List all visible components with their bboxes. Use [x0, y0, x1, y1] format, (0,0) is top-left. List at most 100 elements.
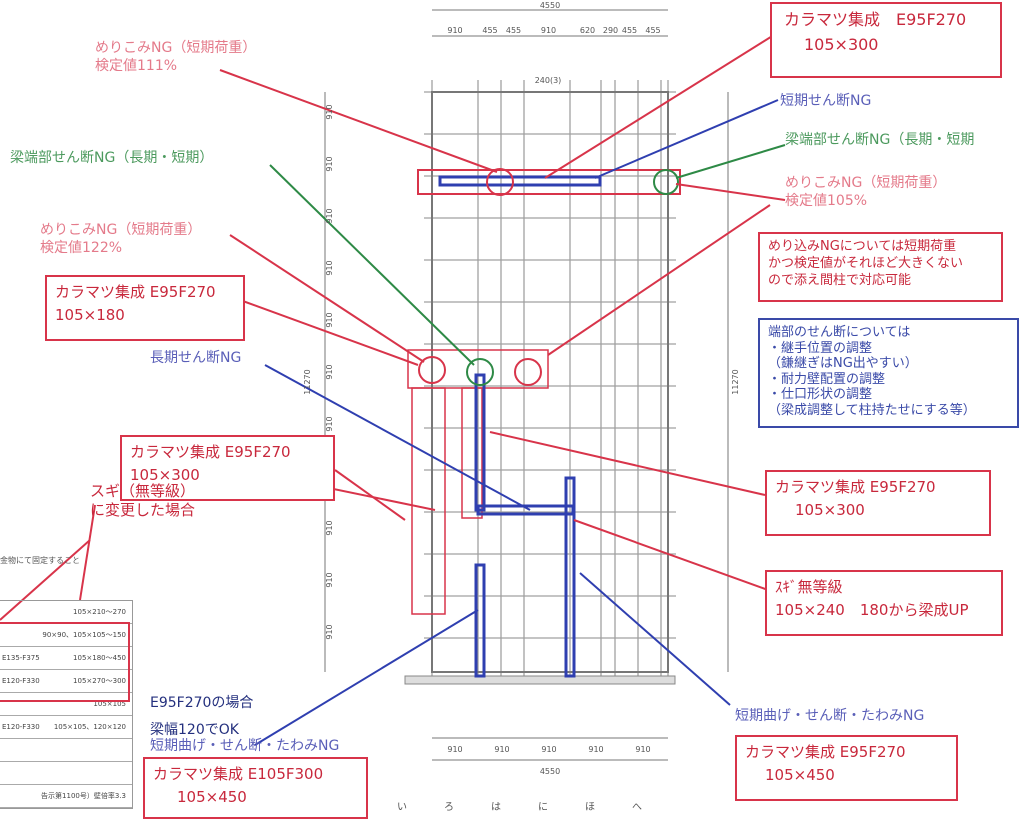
axis-label: ろ	[444, 802, 454, 813]
leader-line-red	[79, 504, 96, 601]
embedment-ng-111: めりこみNG（短期荷重）検定値111%	[95, 40, 256, 75]
note-line: （梁成調整して柱持たせにする等）	[768, 402, 976, 418]
table-cell-grade: E135-F375	[2, 654, 40, 662]
dimension-top: 290	[603, 26, 618, 35]
note-line: （鎌継ぎはNG出やすい）	[768, 356, 918, 372]
embedment-ng-105: めりこみNG（短期荷重）検定値105%	[785, 175, 946, 210]
table-row: 90×90、105×105〜150	[0, 624, 132, 647]
table-row	[0, 739, 132, 762]
leader-line-red	[544, 24, 791, 179]
table-cell-size: 105×180〜450	[73, 654, 126, 662]
note-line: ・仕口形状の調整	[768, 387, 873, 403]
dimension-bottom: 910	[541, 745, 556, 754]
beam-highlight-top	[417, 169, 681, 195]
dimension-bottom: 910	[447, 745, 462, 754]
annotation-box-right-450: カラマツ集成 E95F270 105×450	[735, 735, 958, 801]
table-row: E135-F375 105×180〜450	[0, 647, 132, 670]
sugi-case-note: スギ（無等級）に変更した場合	[90, 482, 195, 520]
dimension-top: 910	[541, 26, 556, 35]
leader-line-red	[0, 539, 91, 621]
table-cell-size: 105×105	[93, 700, 126, 708]
leader-line-blue	[594, 99, 779, 179]
label: 105×300	[804, 34, 879, 54]
embedment-circle	[514, 358, 542, 386]
dimension-left: 910	[325, 260, 334, 275]
label: 105×240 180から梁成UP	[775, 601, 969, 620]
embedment-circle	[486, 168, 514, 196]
axis-label: は	[491, 801, 501, 813]
leader-line-red	[229, 234, 425, 363]
outer-wall	[431, 91, 669, 673]
dimension-total-bottom: 4550	[540, 767, 560, 776]
leader-line-red	[334, 469, 406, 521]
leader-line-blue	[579, 572, 731, 706]
note-line: かつ検定値がそれほど大きくない	[768, 255, 964, 271]
blue-beam-lower	[474, 563, 486, 678]
long-term-shear-ng: 長期せん断NG	[150, 350, 242, 366]
leader-line-red	[675, 183, 786, 201]
dimension-total-top: 4550	[540, 1, 560, 10]
blue-beam-right	[564, 476, 576, 678]
short-term-combo-ng-left: 短期曲げ・せん断・たわみNG	[150, 738, 340, 754]
table-highlight	[0, 622, 130, 702]
label: ｽｷﾞ無等級	[775, 578, 843, 596]
table-cell-size: 105×210〜270	[73, 608, 126, 616]
foundation-hatch	[404, 675, 676, 685]
beam-highlight-inner	[461, 387, 483, 519]
note-line: ・継手位置の調整	[768, 340, 873, 356]
dimension-left: 910	[325, 104, 334, 119]
dimension-bottom: 910	[635, 745, 650, 754]
dimension-top: 455	[622, 26, 637, 35]
label: 105×300	[795, 501, 865, 520]
leader-line-red	[489, 431, 766, 496]
embedment-ng-122: めりこみNG（短期荷重）検定値122%	[40, 222, 201, 257]
dimension-left: 910	[325, 312, 334, 327]
dimension-top: 620	[580, 26, 595, 35]
label: めりこみNG（短期荷重）	[785, 175, 947, 191]
label: E95F270の場合	[150, 695, 254, 711]
label: 検定値122%	[40, 239, 123, 256]
table-row: 105×210〜270	[0, 601, 132, 624]
dimension-top: 455	[645, 26, 660, 35]
table-cell-grade: E120-F330	[2, 723, 40, 731]
annotation-box-top-right: カラマツ集成 E95F270 105×300	[770, 2, 1002, 78]
dimension-top: 455	[482, 26, 497, 35]
dimension-left: 910	[325, 520, 334, 535]
annotation-box-sugi: ｽｷﾞ無等級 105×240 180から梁成UP	[765, 570, 1003, 636]
label: カラマツ集成 E95F270	[784, 10, 967, 29]
beam-end-circle	[653, 169, 679, 195]
blue-beam-vertical	[474, 373, 486, 512]
beam-end-shear-ng-right: 梁端部せん断NG（長期・短期	[785, 132, 975, 148]
label: 105×180	[55, 306, 125, 325]
shear-note-box: 端部のせん断については ・継手位置の調整 （鎌継ぎはNG出やすい） ・耐力壁配置…	[758, 318, 1019, 428]
axis-label: い	[397, 802, 407, 813]
label: スギ（無等級）	[90, 482, 196, 500]
dimension-top: 455	[506, 26, 521, 35]
label: 105×450	[765, 766, 835, 785]
table-cell-size: 告示第1100号）壁倍率3.3	[41, 792, 126, 800]
leader-line-blue	[264, 364, 531, 511]
table-row	[0, 762, 132, 785]
table-heading: 金物にて固定すること	[0, 556, 80, 565]
label: カラマツ集成 E95F270	[55, 283, 216, 301]
short-term-combo-ng-right: 短期曲げ・せん断・たわみNG	[735, 708, 925, 724]
label: カラマツ集成 E95F270	[745, 743, 906, 761]
note-line: ・耐力壁配置の調整	[768, 371, 886, 387]
axis-label: に	[538, 801, 548, 813]
label: 梁幅120でOK	[150, 721, 239, 738]
dimension-bottom: 910	[588, 745, 603, 754]
dimension-left: 910	[325, 208, 334, 223]
dimension-left: 910	[325, 624, 334, 639]
table-cell-size: 90×90、105×105〜150	[42, 631, 126, 639]
beam-end-shear-ng-left: 梁端部せん断NG（長期・短期）	[10, 150, 214, 166]
blue-beam-top	[438, 175, 602, 187]
beam-end-circle	[466, 358, 494, 386]
beam-note: 240(3)	[535, 76, 562, 85]
leader-line-red	[573, 519, 769, 591]
table-row: 告示第1100号）壁倍率3.3	[0, 785, 132, 808]
label: 105×450	[177, 788, 247, 807]
